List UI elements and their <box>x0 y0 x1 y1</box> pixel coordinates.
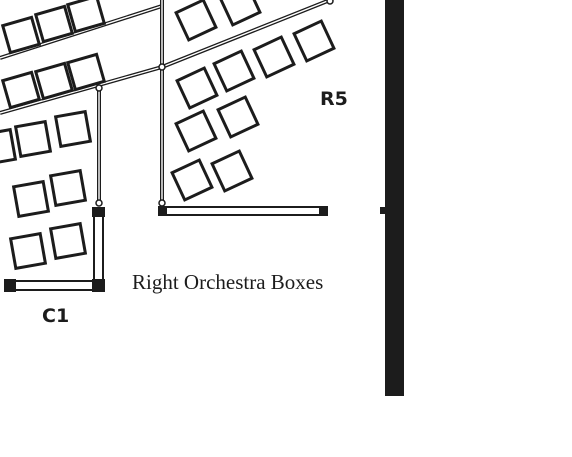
seat <box>33 4 75 44</box>
rail-post <box>95 199 103 207</box>
section-label-r5: R5 <box>320 88 348 110</box>
seat <box>33 61 75 101</box>
seat <box>212 49 256 93</box>
lower-left-aisle-rail <box>0 65 163 115</box>
left-seat-block <box>0 0 107 271</box>
seat <box>65 52 107 92</box>
seat <box>174 109 218 153</box>
upper-right-aisle-rail <box>161 0 331 69</box>
rail-post <box>326 0 334 5</box>
area-title: Right Orchestra Boxes <box>132 270 323 294</box>
right-wall <box>385 0 404 396</box>
seat <box>65 0 107 34</box>
seat <box>11 179 51 219</box>
seat <box>292 19 336 63</box>
seat <box>218 0 262 27</box>
seat <box>216 95 260 139</box>
seat <box>210 149 254 193</box>
rail-post <box>158 199 166 207</box>
c1-box-rail <box>4 207 105 292</box>
seat <box>175 66 219 110</box>
rail-post <box>158 63 166 71</box>
seat <box>0 70 42 110</box>
wall-tick <box>380 207 386 214</box>
r5-box-rail <box>158 206 328 216</box>
seat <box>48 168 88 208</box>
seat <box>252 35 296 79</box>
seat <box>170 158 214 202</box>
seat <box>53 109 93 149</box>
seat <box>174 0 218 42</box>
rail-post <box>95 84 103 92</box>
seat <box>8 231 48 271</box>
section-label-c1: C1 <box>42 305 69 327</box>
seat <box>0 15 42 55</box>
seat <box>0 127 18 167</box>
seat <box>13 119 53 159</box>
seat <box>48 221 88 261</box>
right-seat-block <box>170 0 336 202</box>
